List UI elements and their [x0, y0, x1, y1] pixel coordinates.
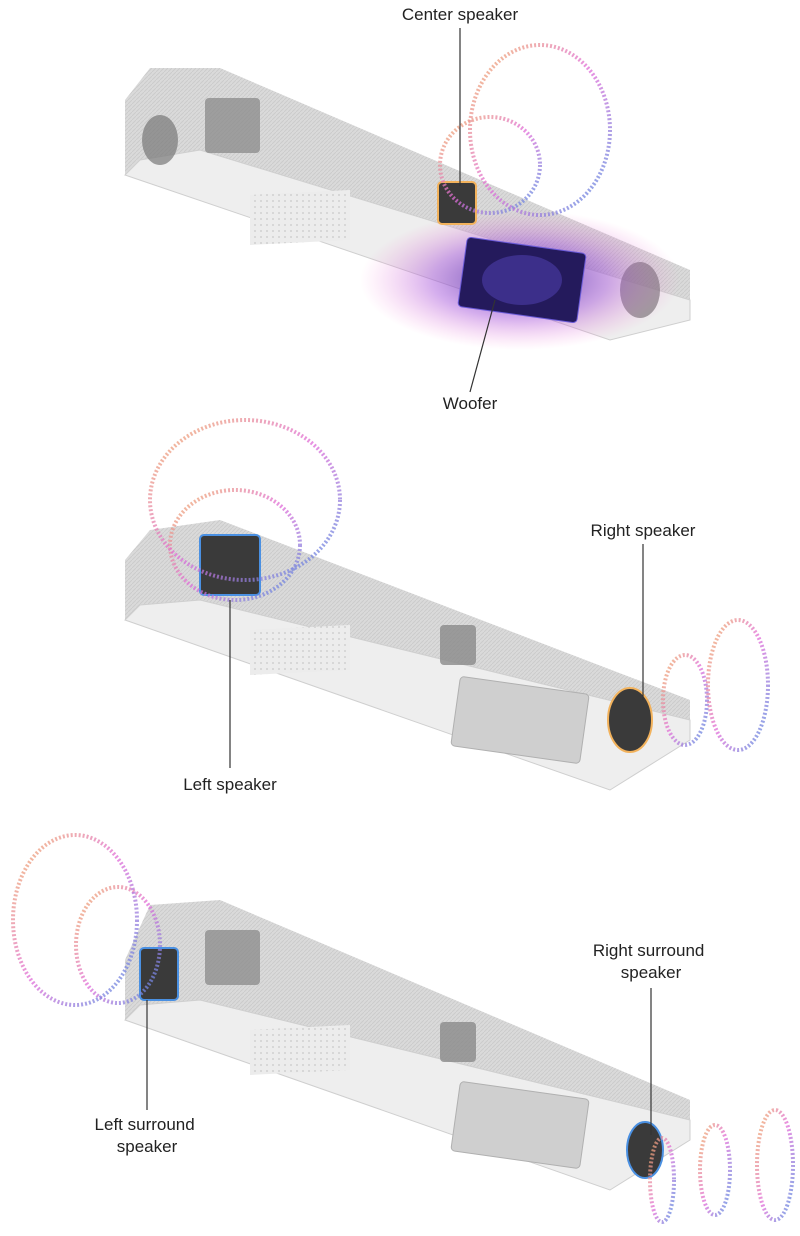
- woofer-leader: [469, 299, 496, 393]
- right-surround-driver: [626, 1121, 664, 1179]
- rear-driver-top-left: [205, 98, 260, 153]
- left-surround-wave-outer: [11, 833, 139, 1007]
- right-wave-inner: [661, 653, 709, 747]
- left-surround-label: Left surround speaker: [95, 1115, 200, 1156]
- soundbar-unit-top: Center speaker Woofer: [124, 5, 691, 413]
- woofer-label: Woofer: [443, 394, 498, 413]
- left-surround-wave-inner: [74, 885, 162, 1005]
- left-surround-label-line-1: Left surround: [95, 1115, 195, 1134]
- right-surround-label-line-2: speaker: [621, 963, 682, 982]
- soundbar-unit-bottom: Right surround speaker Left surround spe…: [11, 833, 795, 1224]
- grille-area-middle: [250, 625, 350, 675]
- center-speaker-label: Center speaker: [402, 5, 519, 24]
- right-driver: [607, 687, 653, 753]
- right-surround-label: Right surround speaker: [593, 941, 709, 982]
- left-wave-inner: [168, 488, 302, 602]
- right-speaker-label: Right speaker: [591, 521, 696, 540]
- right-wave-outer: [706, 618, 770, 752]
- right-surround-wave-1: [648, 1136, 676, 1224]
- center-wave-inner: [438, 115, 542, 215]
- grille-area-bottom: [250, 1025, 350, 1075]
- center-driver-bottom: [440, 1022, 476, 1062]
- center-driver: [437, 181, 477, 225]
- right-surround-wave-3: [755, 1108, 795, 1222]
- center-wave-outer: [468, 43, 612, 217]
- rear-driver-bottom: [205, 930, 260, 985]
- left-driver: [199, 534, 261, 596]
- woofer-cone: [482, 255, 562, 305]
- right-surround-label-line-1: Right surround: [593, 941, 705, 960]
- left-speaker-label: Left speaker: [183, 775, 277, 794]
- left-wave-outer: [148, 418, 342, 582]
- left-surround-label-line-2: speaker: [117, 1137, 178, 1156]
- center-driver-middle: [440, 625, 476, 665]
- soundbar-unit-middle: Right speaker Left speaker: [124, 418, 770, 794]
- side-driver-top-left: [142, 115, 178, 165]
- right-surround-wave-2: [698, 1123, 732, 1217]
- passive-woofer-middle: [450, 676, 590, 764]
- left-surround-driver: [139, 947, 179, 1001]
- grille-area-top: [250, 190, 350, 245]
- passive-woofer-bottom: [450, 1081, 590, 1169]
